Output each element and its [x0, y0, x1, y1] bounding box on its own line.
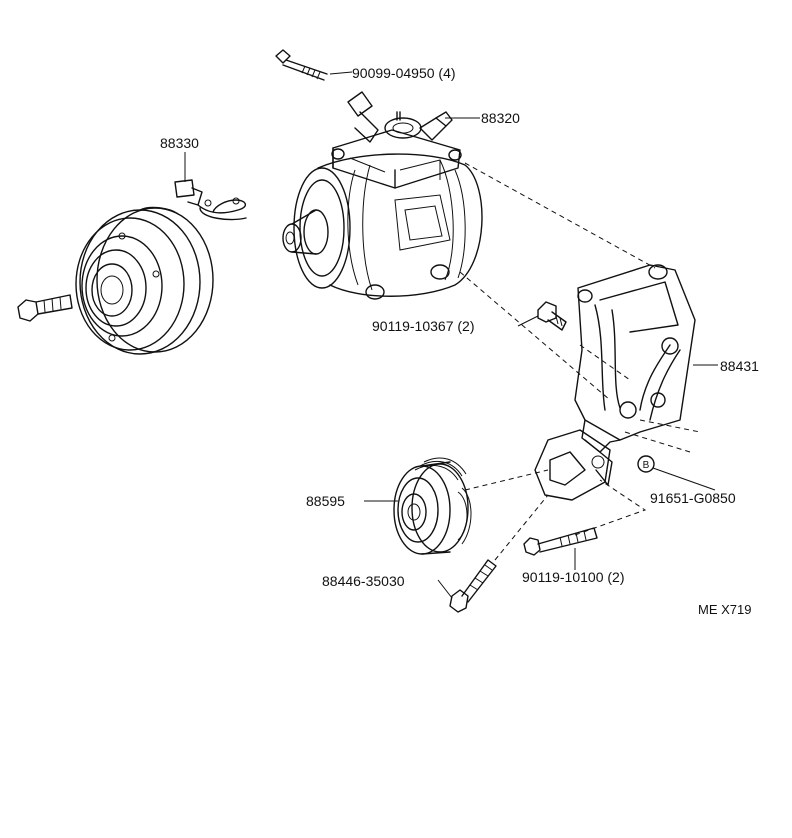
- label-top-bolt: 90099-04950 (4): [352, 65, 456, 81]
- bracket-bolt: [537, 301, 567, 331]
- label-nut: 91651-G0850: [650, 490, 736, 506]
- label-idler-pulley: 88595: [306, 493, 345, 509]
- compressor: [282, 91, 483, 300]
- b-marker: [637, 455, 655, 473]
- label-fitting: 88320: [481, 110, 520, 126]
- diagram-code: ME X719: [698, 602, 751, 617]
- assembly-guide-lines: [459, 162, 701, 561]
- label-bottom-bolt: 90119-10100 (2): [522, 569, 624, 585]
- idler-pulley: [393, 457, 472, 555]
- adjusting-stud: [449, 559, 497, 613]
- compressor-bracket: [534, 264, 696, 501]
- label-bracket: 88431: [720, 358, 759, 374]
- part-labels: 90099-04950 (4) 88320 88330 90119-10367 …: [160, 65, 759, 617]
- leader-lines: [184, 71, 718, 599]
- label-thermo-switch: 88330: [160, 135, 199, 151]
- left-bolt: [17, 294, 73, 322]
- label-bracket-bolt: 90119-10367 (2): [372, 318, 474, 334]
- clutch-pulley: [75, 206, 214, 355]
- bottom-bolt: [523, 527, 598, 556]
- label-adjusting-stud: 88446-35030: [322, 573, 405, 589]
- label-marker-b: B: [643, 460, 650, 471]
- top-bolt: [275, 49, 328, 81]
- thermo-switch: [174, 179, 247, 221]
